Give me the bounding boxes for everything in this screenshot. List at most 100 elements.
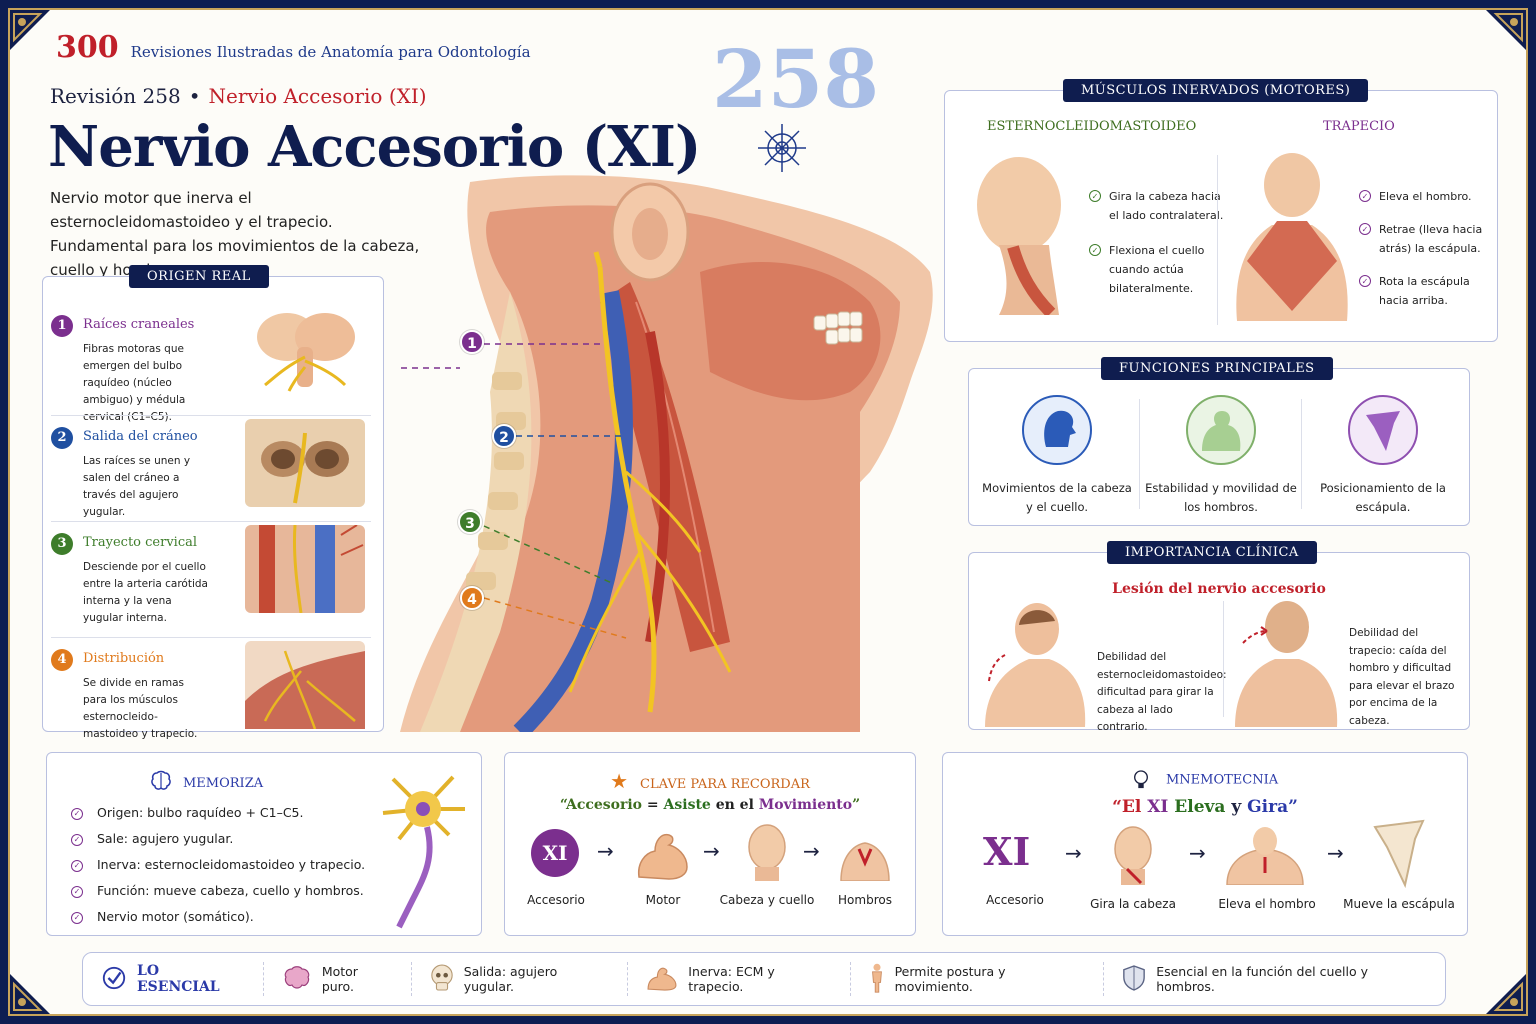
skull-base-illustration	[245, 419, 365, 507]
flow-label: Accesorio	[986, 893, 1044, 907]
check-icon: ✓	[71, 807, 83, 820]
step-text: Se divide en ramas para los músculos est…	[83, 677, 198, 740]
anatomy-marker-2: 2	[492, 424, 516, 448]
anatomy-marker-4: 4	[460, 586, 484, 610]
memorize-title: MEMORIZA	[183, 775, 264, 791]
divider	[51, 415, 371, 416]
head-profile-icon	[1020, 393, 1094, 467]
list-item: ✓Inerva: esternocleidomastoideo y trapec…	[71, 851, 365, 877]
lightbulb-icon	[1132, 770, 1154, 789]
muscles-panel: MÚSCULOS INERVADOS (MOTORES) ESTERNOCLEI…	[944, 79, 1498, 342]
clinical-subtitle: Lesión del nervio accesorio	[1112, 581, 1326, 597]
list-item: ✓Rota la escápula hacia arriba.	[1359, 272, 1495, 310]
mnemonic-title: MNEMOTECNIA	[1165, 772, 1279, 788]
list-item: ✓Flexiona el cuello cuando actúa bilater…	[1089, 241, 1229, 298]
muscle-branches-illustration	[245, 641, 365, 730]
list-item: ✓Nervio motor (somático).	[71, 903, 365, 929]
divider	[51, 521, 371, 522]
corner-ornament-icon	[1470, 958, 1526, 1014]
neck-anatomy-illustration: 1 2 3 4	[390, 172, 960, 739]
origin-banner: ORIGEN REAL	[129, 265, 269, 288]
check-icon: ✓	[1359, 275, 1371, 287]
anatomy-marker-1: 1	[460, 330, 484, 354]
shoulders-icon	[1225, 827, 1305, 889]
xi-badge: XI	[531, 829, 579, 877]
neuron-illustration	[373, 769, 473, 933]
nerve-network-icon	[754, 120, 810, 176]
mnemonic-panel: MNEMOTECNIA “El XI Eleva y Gira” XI Acce…	[942, 752, 1468, 936]
list-item: ✓Retrae (lleva hacia atrás) la escápula.	[1359, 220, 1495, 258]
step-number-badge: 4	[51, 649, 73, 671]
clinical-right-text: Debilidad del trapecio: caída del hombro…	[1349, 627, 1455, 727]
bullet-separator: •	[188, 84, 201, 108]
check-icon: ✓	[1359, 190, 1371, 202]
essentials-item: Salida: agujero yugular.	[410, 962, 628, 996]
step-text: Desciende por el cuello entre la arteria…	[83, 561, 208, 624]
step-title: Trayecto cervical	[83, 535, 198, 550]
function-text: Posicionamiento de la escápula.	[1320, 481, 1446, 514]
trapezius-actions-list: ✓Eleva el hombro. ✓Retrae (lleva hacia a…	[1359, 187, 1495, 326]
check-icon: ✓	[71, 833, 83, 846]
essentials-item: Inerva: ECM y trapecio.	[627, 962, 849, 996]
biceps-icon	[633, 827, 693, 885]
arrow-icon: →	[803, 839, 820, 863]
function-text: Estabilidad y movilidad de los hombros.	[1145, 481, 1297, 514]
clinical-left-text: Debilidad del esternocleidomastoideo: di…	[1097, 651, 1227, 733]
step-title: Raíces craneales	[83, 317, 195, 332]
essentials-item: Permite postura y movimiento.	[849, 962, 1104, 997]
essentials-row: LO ESENCIAL Motor puro. Salida: agujero …	[83, 953, 1445, 1005]
step-text: Fibras motoras que emergen del bulbo raq…	[83, 343, 186, 423]
function-item: Posicionamiento de la escápula.	[1303, 393, 1463, 517]
check-icon: ✓	[1089, 190, 1101, 202]
shoulder-figure-icon	[1184, 393, 1258, 467]
step-text: Las raíces se unen y salen del cráneo a …	[83, 455, 191, 518]
brain-icon	[282, 965, 312, 994]
series-header: 300 Revisiones Ilustradas de Anatomía pa…	[56, 30, 531, 65]
arrow-icon: →	[703, 839, 720, 863]
brain-icon	[149, 769, 173, 797]
trapezius-lesion-illustration	[1231, 597, 1341, 731]
function-text: Movimientos de la cabeza y el cuello.	[982, 481, 1132, 514]
standing-person-icon	[869, 962, 885, 997]
shield-icon	[1122, 964, 1146, 995]
key-panel: ★CLAVE PARA RECORDAR “Accesorio = Asiste…	[504, 752, 916, 936]
flow-label: Motor	[645, 893, 681, 907]
divider	[1301, 399, 1302, 509]
arrow-icon: →	[1327, 841, 1344, 865]
memorize-list: ✓Origen: bulbo raquídeo + C1–C5. ✓Sale: …	[71, 799, 365, 929]
corner-ornament-icon	[1470, 10, 1526, 66]
clinical-panel: IMPORTANCIA CLÍNICA Lesión del nervio ac…	[968, 541, 1470, 733]
flow-label: Eleva el hombro	[1218, 897, 1316, 911]
essentials-item: Esencial en la función del cuello y homb…	[1103, 962, 1445, 996]
origin-panel: ORIGEN REAL 1 Raíces craneales Fibras mo…	[42, 265, 384, 740]
series-number: 300	[56, 30, 119, 65]
divider	[1217, 155, 1218, 325]
corner-ornament-icon	[10, 10, 66, 66]
key-header: ★CLAVE PARA RECORDAR	[505, 769, 915, 793]
check-icon: ✓	[1359, 223, 1371, 235]
flow-label: Cabeza y cuello	[719, 893, 815, 907]
check-icon: ✓	[71, 911, 83, 924]
list-item: ✓Eleva el hombro.	[1359, 187, 1495, 206]
flow-label: Hombros	[838, 893, 892, 907]
arrow-icon: →	[597, 839, 614, 863]
brainstem-illustration	[245, 307, 365, 395]
step-number-badge: 1	[51, 315, 73, 337]
step-title: Salida del cráneo	[83, 429, 198, 444]
scapula-bone-icon	[1369, 817, 1429, 893]
step-number-badge: 2	[51, 427, 73, 449]
arrow-icon: →	[1189, 841, 1206, 865]
anatomy-marker-3: 3	[458, 510, 482, 534]
corner-ornament-icon	[10, 958, 66, 1014]
clinical-banner: IMPORTANCIA CLÍNICA	[1107, 541, 1317, 564]
mnemonic-quote: “El XI Eleva y Gira”	[1112, 797, 1298, 817]
scm-head-illustration	[959, 155, 1079, 319]
xi-big-label: XI	[983, 829, 1031, 874]
list-item: ✓Sale: agujero yugular.	[71, 825, 365, 851]
scapula-icon	[1346, 393, 1420, 467]
trapezius-title: TRAPECIO	[1323, 119, 1395, 134]
memorize-panel: MEMORIZA ✓Origen: bulbo raquídeo + C1–C5…	[46, 752, 482, 936]
arrow-icon: →	[1065, 841, 1082, 865]
function-item: Estabilidad y movilidad de los hombros.	[1141, 393, 1301, 517]
essentials-label-item: LO ESENCIAL	[83, 962, 263, 996]
